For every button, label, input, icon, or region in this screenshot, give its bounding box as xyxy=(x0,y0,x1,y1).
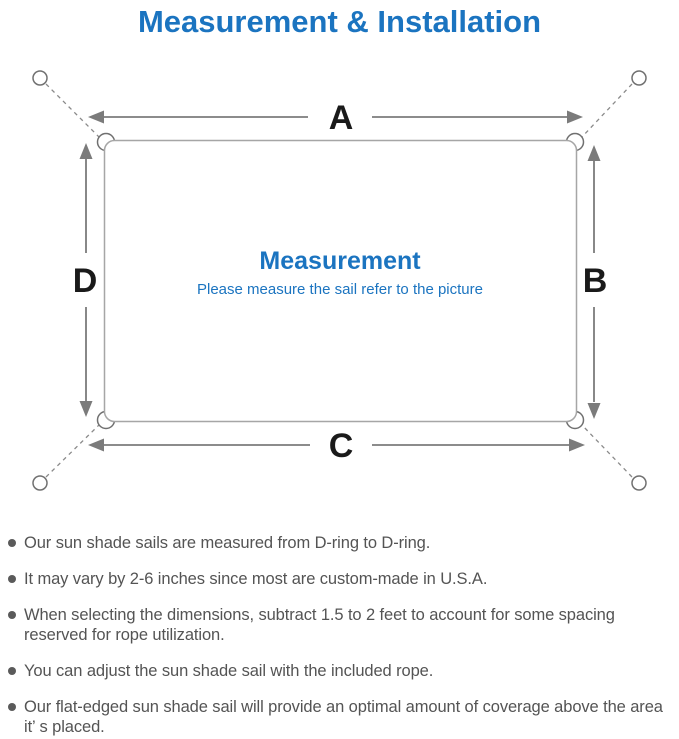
note-item: When selecting the dimensions, subtract … xyxy=(8,605,668,645)
bullet-icon xyxy=(8,667,16,675)
rope-line-top-right xyxy=(580,83,633,139)
notes-list: Our sun shade sails are measured from D-… xyxy=(8,533,668,739)
note-text: When selecting the dimensions, subtract … xyxy=(24,606,615,644)
diagram-center-title: Measurement xyxy=(259,247,421,275)
note-text: Our flat-edged sun shade sail will provi… xyxy=(24,698,663,736)
sail-rectangle xyxy=(103,139,578,423)
anchor-points xyxy=(32,70,647,491)
note-text: It may vary by 2-6 inches since most are… xyxy=(24,570,488,588)
rope-line-bottom-right xyxy=(580,423,633,478)
anchor-point-icon xyxy=(32,475,48,491)
dimension-arrow-top xyxy=(88,110,583,124)
note-item: Our sun shade sails are measured from D-… xyxy=(8,533,668,553)
dimension-label-d: D xyxy=(73,262,98,300)
dimension-arrow-right xyxy=(587,145,601,419)
dimension-label-c: C xyxy=(329,427,354,465)
dimension-arrow-bottom xyxy=(88,438,585,452)
note-text: You can adjust the sun shade sail with t… xyxy=(24,662,434,680)
anchor-point-icon xyxy=(32,70,48,86)
anchor-point-icon xyxy=(631,70,647,86)
note-item: It may vary by 2-6 inches since most are… xyxy=(8,569,668,589)
bullet-icon xyxy=(8,703,16,711)
measurement-diagram: A B C D Measurement Please measure the s… xyxy=(32,70,647,491)
diagram-center-subtitle: Please measure the sail refer to the pic… xyxy=(197,281,483,298)
rope-line-top-left xyxy=(45,83,101,139)
page-title: Measurement & Installation xyxy=(137,4,542,39)
note-text: Our sun shade sails are measured from D-… xyxy=(24,534,431,552)
bullet-icon xyxy=(8,575,16,583)
anchor-point-icon xyxy=(631,475,647,491)
dimension-arrow-left xyxy=(79,143,93,417)
bullet-icon xyxy=(8,539,16,547)
rope-line-bottom-left xyxy=(45,423,101,478)
note-item: Our flat-edged sun shade sail will provi… xyxy=(8,697,668,737)
dimension-arrows xyxy=(79,110,601,452)
dimension-label-a: A xyxy=(329,99,354,137)
dimension-label-b: B xyxy=(583,262,608,300)
bullet-icon xyxy=(8,611,16,619)
note-item: You can adjust the sun shade sail with t… xyxy=(8,661,668,681)
